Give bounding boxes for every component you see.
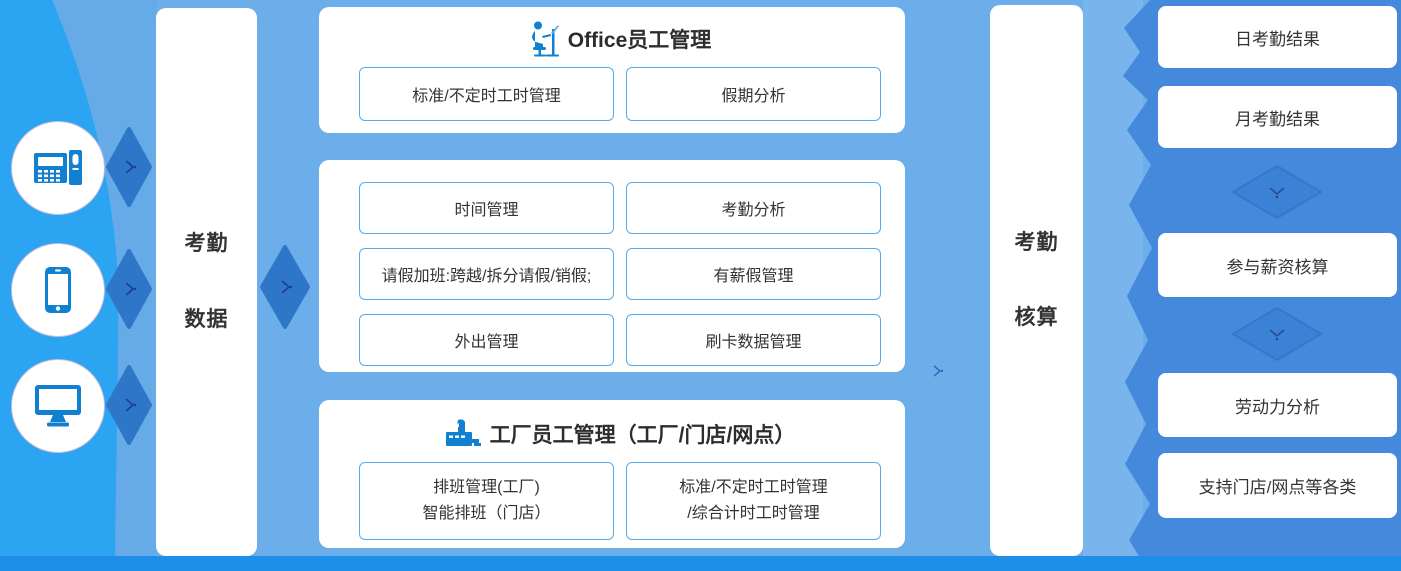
device-circle-smartphone <box>11 243 105 337</box>
feature-label-line1: 标准/不定时工时管理 <box>679 478 828 496</box>
feature-box-attendance-analysis: 考勤分析 <box>626 182 881 234</box>
down-flow-diamond-2 <box>1232 307 1322 361</box>
feature-label: 时间管理 <box>454 202 519 219</box>
feature-box-paid-leave: 有薪假管理 <box>626 248 881 300</box>
flow-diamond-arrow-2 <box>106 249 152 329</box>
attendance-calc-label-line1: 考勤 <box>1014 230 1059 254</box>
result-box-daily-attendance: 日考勤结果 <box>1158 6 1397 68</box>
feature-box-time-management: 时间管理 <box>359 182 614 234</box>
feature-box-leave-overtime: 请假加班:跨越/拆分请假/销假; <box>359 248 614 300</box>
attendance-terminal-icon <box>33 147 83 189</box>
feature-label-line2: /综合计时工时管理 <box>687 505 820 522</box>
flow-diamond-arrow-3 <box>106 365 152 445</box>
attendance-features-card: 时间管理 考勤分析 请假加班:跨越/拆分请假/销假; 有薪假管理 外出管理 刷卡… <box>319 160 905 372</box>
result-label: 参与薪资核算 <box>1226 257 1329 277</box>
bottom-strip <box>0 556 1401 571</box>
feature-label: 刷卡数据管理 <box>705 334 802 351</box>
feature-box-factory-worktime: 标准/不定时工时管理 /综合计时工时管理 <box>626 462 881 540</box>
office-management-card: Office员工管理 标准/不定时工时管理 假期分析 <box>319 7 905 133</box>
feature-label-line2: 智能排班（门店） <box>422 505 551 522</box>
flow-diamond-arrow-center <box>260 245 310 329</box>
result-box-store-support: 支持门店/网点等各类 <box>1158 453 1397 518</box>
small-flow-arrow <box>933 365 944 377</box>
feature-label: 有薪假管理 <box>713 268 794 285</box>
office-card-title: Office员工管理 <box>567 29 712 52</box>
office-card-title-row: Office员工管理 <box>359 17 881 61</box>
result-label: 劳动力分析 <box>1235 397 1320 417</box>
feature-box-holiday-analysis: 假期分析 <box>626 67 881 121</box>
flow-diamond-arrow-1 <box>106 127 152 207</box>
result-label: 月考勤结果 <box>1235 109 1320 129</box>
feature-label-line1: 排班管理(工厂) <box>433 478 540 496</box>
factory-management-card: 工厂员工管理（工厂/门店/网点） 排班管理(工厂) 智能排班（门店） 标准/不定… <box>319 400 905 548</box>
feature-label: 外出管理 <box>454 334 519 351</box>
factory-card-title-row: 工厂员工管理（工厂/门店/网点） <box>359 412 881 456</box>
feature-label: 假期分析 <box>721 88 786 105</box>
result-label: 支持门店/网点等各类 <box>1198 478 1357 497</box>
feature-label: 考勤分析 <box>721 202 786 219</box>
result-box-workforce-analysis: 劳动力分析 <box>1158 373 1397 437</box>
feature-label: 请假加班:跨越/拆分请假/销假; <box>381 268 592 285</box>
device-circle-monitor <box>11 359 105 453</box>
column-attendance-calculation: 考勤 核算 <box>990 5 1083 556</box>
factory-icon <box>445 418 481 450</box>
feature-box-worktime-management: 标准/不定时工时管理 <box>359 67 614 121</box>
attendance-data-label-line1: 考勤 <box>184 232 229 256</box>
office-worker-icon <box>529 21 559 57</box>
feature-box-shift-scheduling: 排班管理(工厂) 智能排班（门店） <box>359 462 614 540</box>
down-flow-diamond-1 <box>1232 165 1322 219</box>
monitor-icon <box>34 384 82 428</box>
result-box-payroll-calculation: 参与薪资核算 <box>1158 233 1397 297</box>
attendance-data-label-line2: 数据 <box>184 307 229 331</box>
feature-box-card-data-management: 刷卡数据管理 <box>626 314 881 366</box>
device-circle-terminal <box>11 121 105 215</box>
column-attendance-data: 考勤 数据 <box>156 8 257 556</box>
factory-card-title: 工厂员工管理（工厂/门店/网点） <box>489 424 796 447</box>
attendance-calc-label-line2: 核算 <box>1014 306 1059 330</box>
result-box-monthly-attendance: 月考勤结果 <box>1158 86 1397 148</box>
feature-box-outing-management: 外出管理 <box>359 314 614 366</box>
feature-label: 标准/不定时工时管理 <box>412 88 561 105</box>
smartphone-icon <box>43 266 73 314</box>
result-label: 日考勤结果 <box>1235 29 1320 49</box>
